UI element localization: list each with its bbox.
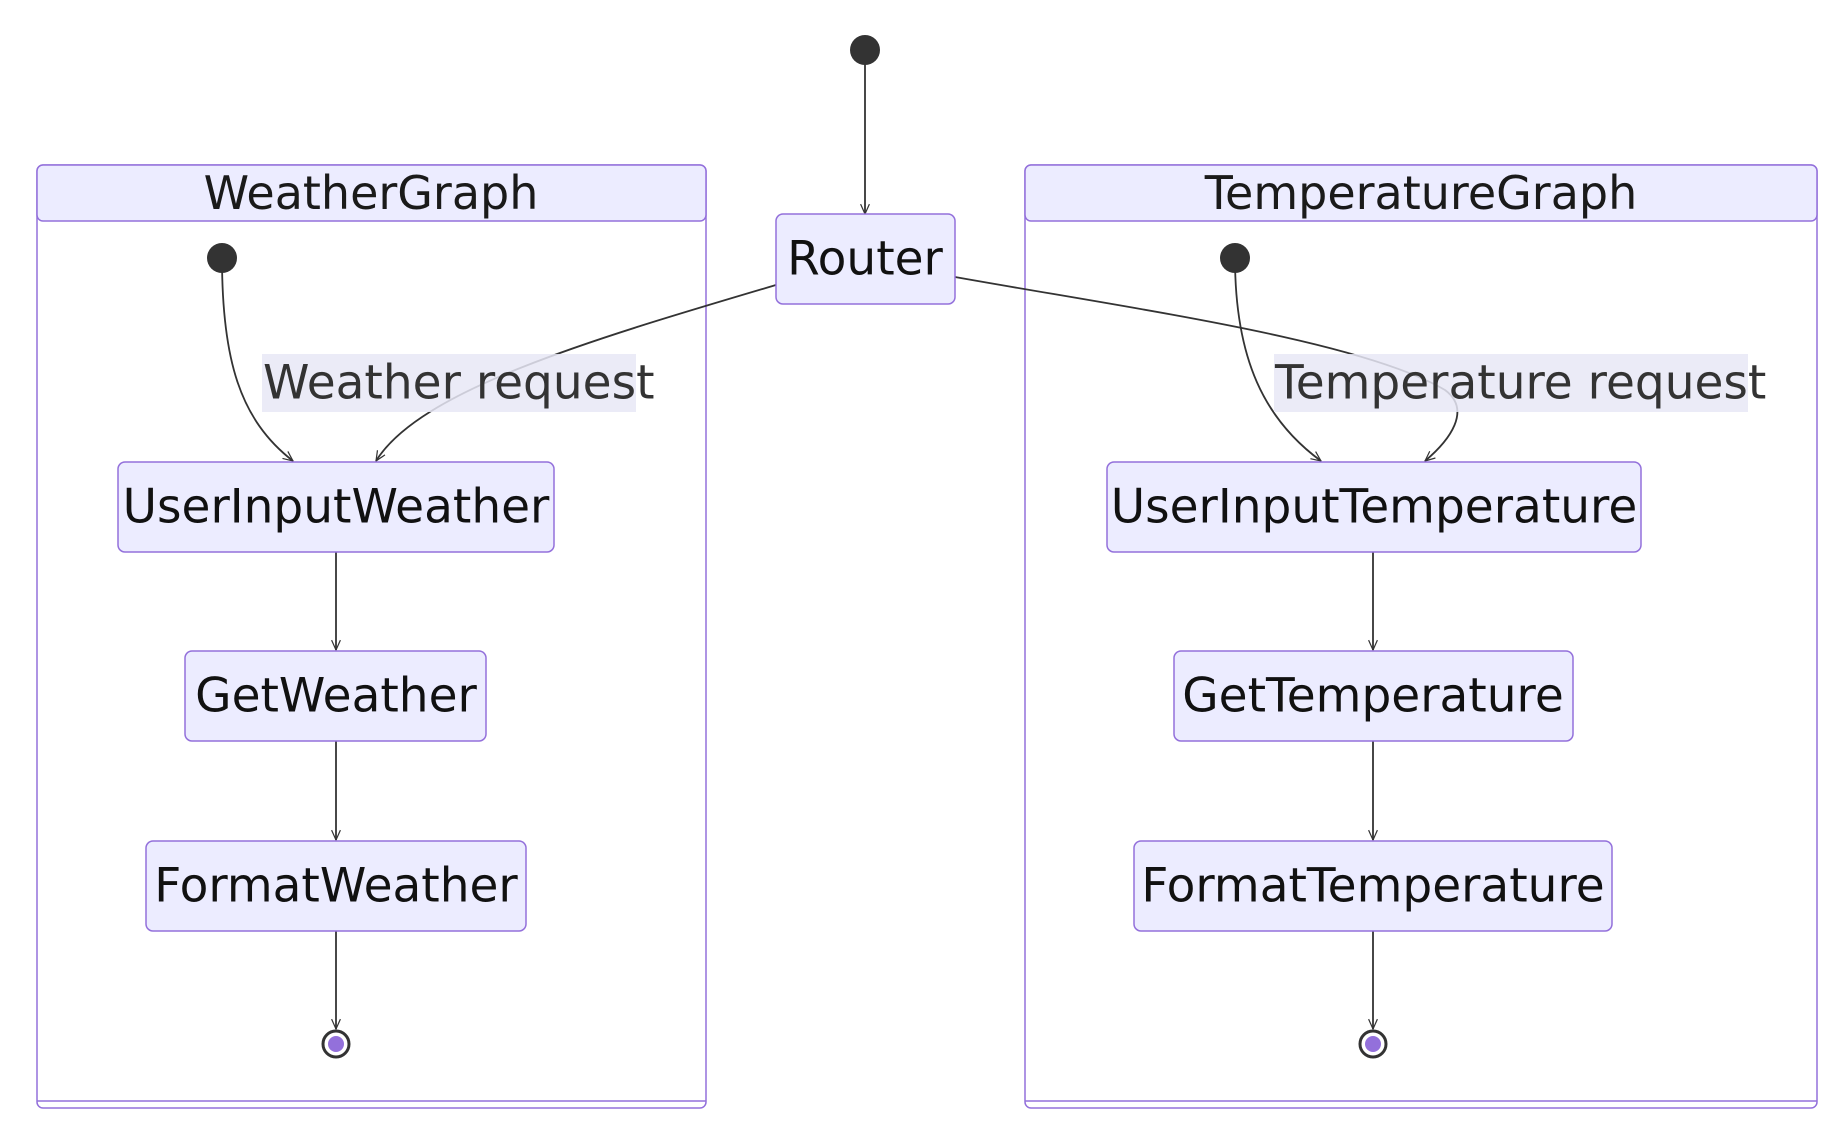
temperature-graph-cluster: TemperatureGraph <box>1024 164 1818 1109</box>
temperature-graph-container <box>1024 164 1818 1109</box>
weather-graph-container <box>36 164 707 1109</box>
edge-label-temperature-request-text: Temperature request <box>1274 356 1766 411</box>
edge-label-temperature-request-bg <box>1274 354 1748 412</box>
edge-label-temperature-request: Temperature request <box>1274 354 1766 412</box>
state-get-temperature: GetTemperature <box>1173 650 1574 742</box>
temperature-graph-title: TemperatureGraph <box>1204 166 1638 220</box>
edge-label-weather-request-text: Weather request <box>263 356 655 411</box>
state-router-box <box>775 213 956 305</box>
start-state-root <box>850 35 880 65</box>
state-router: Router <box>775 213 956 305</box>
edge-weather-start-to-user-input <box>221 257 293 461</box>
end-state-weather-core <box>328 1036 344 1052</box>
start-state-weather <box>207 243 237 273</box>
state-format-temperature: FormatTemperature <box>1133 840 1613 932</box>
weather-graph-cluster: WeatherGraph <box>36 164 707 1109</box>
state-format-weather: FormatWeather <box>145 840 527 932</box>
edge-label-weather-request: Weather request <box>262 354 655 412</box>
end-state-weather <box>321 1029 351 1059</box>
state-get-temperature-label: GetTemperature <box>1182 669 1564 724</box>
state-get-weather-label: GetWeather <box>195 669 477 724</box>
state-format-temperature-label: FormatTemperature <box>1141 859 1604 914</box>
temperature-graph-header <box>1024 164 1818 222</box>
edge-temperature-start-to-user-input <box>1234 257 1321 461</box>
state-router-label: Router <box>787 232 943 287</box>
state-format-weather-box <box>145 840 527 932</box>
state-user-input-weather: UserInputWeather <box>117 461 555 553</box>
end-state-temperature-core <box>1365 1036 1381 1052</box>
state-get-weather: GetWeather <box>184 650 487 742</box>
state-format-temperature-box <box>1133 840 1613 932</box>
edge-label-weather-request-bg <box>262 354 636 412</box>
start-state-temperature <box>1220 243 1250 273</box>
weather-graph-header <box>36 164 707 222</box>
state-format-weather-label: FormatWeather <box>154 859 518 914</box>
state-get-temperature-box <box>1173 650 1574 742</box>
state-get-weather-box <box>184 650 487 742</box>
end-state-temperature <box>1358 1029 1388 1059</box>
state-user-input-temperature-box <box>1106 461 1642 553</box>
weather-graph-title: WeatherGraph <box>204 166 539 220</box>
state-user-input-weather-box <box>117 461 555 553</box>
state-user-input-temperature: UserInputTemperature <box>1106 461 1642 553</box>
state-user-input-temperature-label: UserInputTemperature <box>1111 480 1638 535</box>
state-user-input-weather-label: UserInputWeather <box>123 480 550 535</box>
